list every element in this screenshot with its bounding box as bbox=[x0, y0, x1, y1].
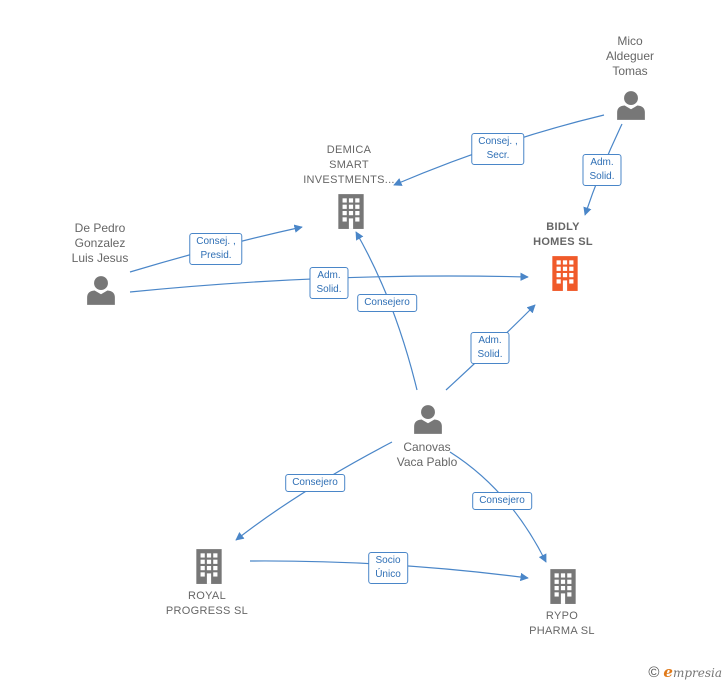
node-label-canovas-vaca-pablo[interactable]: Canovas Vaca Pablo bbox=[396, 440, 458, 469]
building-icon[interactable] bbox=[550, 569, 576, 604]
edge-label-depedro-demica[interactable]: Consej. , Presid. bbox=[189, 233, 243, 265]
edge-label-royal-rypo[interactable]: Socio Único bbox=[368, 552, 408, 584]
edge-label-depedro-bidly[interactable]: Adm. Solid. bbox=[309, 267, 349, 299]
node-label-de-pedro-gonzalez-luis-jesus[interactable]: De Pedro Gonzalez Luis Jesus bbox=[71, 221, 129, 265]
building-icon[interactable] bbox=[552, 256, 578, 291]
edge-label-canovas-rypo[interactable]: Consejero bbox=[472, 492, 532, 510]
edge-label-canovas-bidly[interactable]: Adm. Solid. bbox=[470, 332, 510, 364]
empresia-wordmark: empresia bbox=[663, 663, 722, 681]
edge-label-canovas-royal[interactable]: Consejero bbox=[285, 474, 345, 492]
building-icon[interactable] bbox=[338, 194, 364, 229]
node-label-demica-smart-investments[interactable]: DEMICA SMART INVESTMENTS... bbox=[303, 144, 395, 186]
edge-label-mico-bidly[interactable]: Adm. Solid. bbox=[582, 154, 622, 186]
edge-label-mico-demica[interactable]: Consej. , Secr. bbox=[471, 133, 525, 165]
person-icon[interactable] bbox=[87, 276, 115, 305]
node-label-bidly-homes-sl[interactable]: BIDLY HOMES SL bbox=[533, 221, 593, 248]
node-label-royal-progress-sl[interactable]: ROYAL PROGRESS SL bbox=[165, 590, 249, 617]
edge-label-canovas-demica[interactable]: Consejero bbox=[357, 294, 417, 312]
node-label-mico-aldeguer-tomas[interactable]: Mico Aldeguer Tomas bbox=[605, 34, 655, 78]
node-label-rypo-pharma-sl[interactable]: RYPO PHARMA SL bbox=[529, 610, 595, 637]
copyright-symbol: © bbox=[648, 663, 660, 681]
person-icon[interactable] bbox=[617, 91, 645, 120]
empresia-logo[interactable]: © empresia bbox=[648, 663, 722, 681]
person-icon[interactable] bbox=[414, 405, 442, 434]
building-icon[interactable] bbox=[196, 549, 222, 584]
